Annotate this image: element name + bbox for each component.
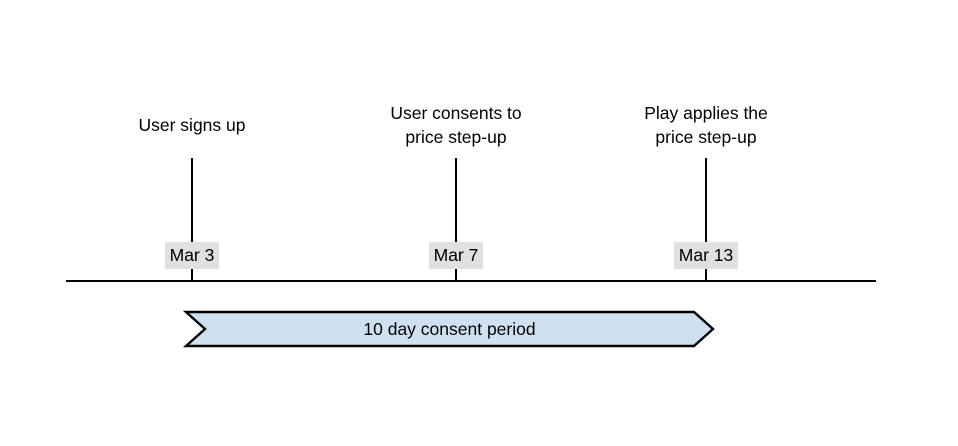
event-caption: User signs up [138,115,246,135]
timeline-axis [66,280,876,282]
consent-period-arrow-shape [182,310,715,348]
event-date-container: Mar 13 [606,242,806,269]
event-tick-line [191,158,193,282]
arrow-polygon [182,310,715,348]
event-caption: Play applies the price step-up [644,103,768,147]
event-tick-line [705,158,707,282]
event-date-label: Mar 13 [673,242,739,269]
event-date-container: Mar 7 [356,242,556,269]
event-date-container: Mar 3 [92,242,292,269]
event-caption: User consents to price step-up [390,103,522,147]
event-tick-line [455,158,457,282]
consent-period-banner: 10 day consent period [182,310,715,348]
event-date-label: Mar 7 [428,242,484,269]
event-date-label: Mar 3 [164,242,220,269]
